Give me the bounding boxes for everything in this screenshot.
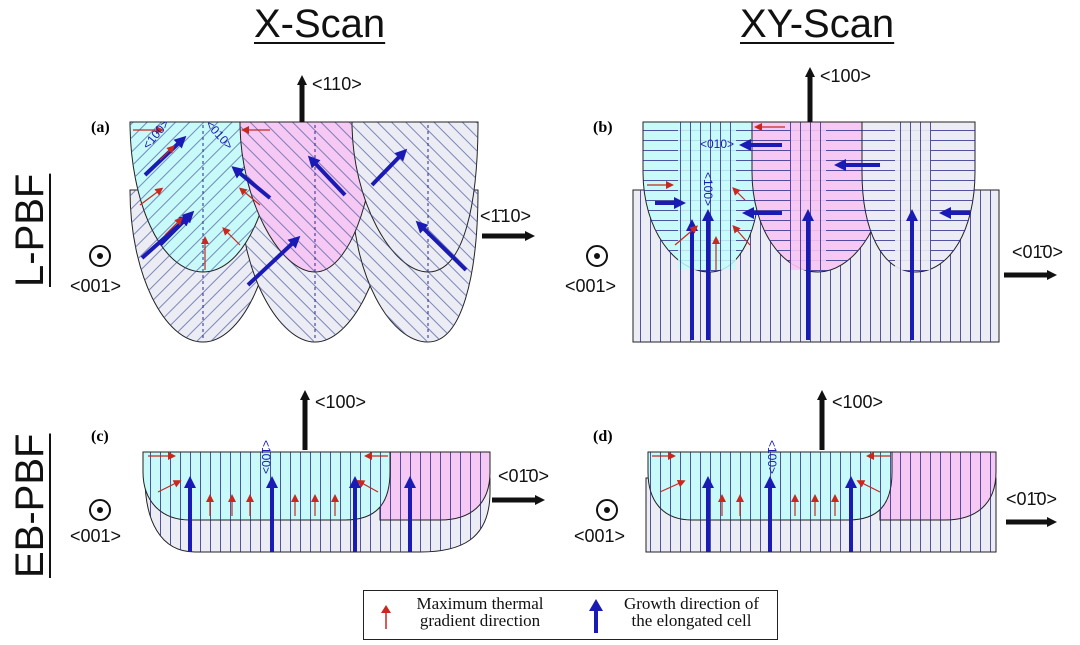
- out-dir-label: <001>: [70, 526, 121, 546]
- panel-a: (a): [70, 74, 535, 343]
- legend-growth: Growth direction of the elongated cell: [623, 594, 760, 630]
- up-dir-label: <110>: [312, 74, 362, 94]
- legend-thermal: Maximum thermal gradient direction: [416, 594, 544, 630]
- thermal-arrow-icon: [381, 605, 391, 629]
- thermal-arrows: [652, 452, 890, 516]
- panel-b-label: (b): [593, 119, 613, 136]
- up-dir-label: <100>: [832, 392, 883, 412]
- panel-c-label: (c): [91, 428, 109, 445]
- thermal-arrows: [148, 452, 388, 516]
- right-dir-label: <01̄0>: [1012, 242, 1063, 262]
- panel-d: (d) <100> <100> <01̄0>: [574, 390, 1057, 553]
- right-dir-label: <01̄0>: [498, 466, 549, 486]
- out-dir-label: <001>: [574, 526, 625, 546]
- up-dir-label: <100>: [315, 392, 366, 412]
- right-dir-label: <01̄0>: [1006, 489, 1057, 509]
- right-dir-label: <1̄10>: [480, 206, 531, 226]
- growth-arrows: [702, 476, 857, 552]
- out-of-plane-icon: [596, 499, 618, 521]
- thermal-arrows: [647, 123, 785, 270]
- growth-arrows: [184, 476, 416, 552]
- up-dir-label: <100>: [820, 66, 871, 86]
- thermal-arrows: [133, 126, 270, 270]
- out-of-plane-icon: [89, 245, 111, 267]
- growth-arrows: [655, 139, 970, 340]
- panel-c: (c) <100> <100> <01̄0>: [70, 390, 549, 553]
- column-title-xy-scan: XY-Scan: [740, 2, 895, 46]
- inner-label-100: <100>: [701, 172, 715, 206]
- inner-label-100: <100>: [259, 440, 273, 474]
- out-of-plane-icon: [89, 499, 111, 521]
- inner-label-100: <100>: [765, 440, 779, 474]
- out-dir-label: <001>: [565, 276, 616, 296]
- panel-a-label: (a): [91, 119, 110, 136]
- panel-d-label: (d): [593, 428, 613, 445]
- growth-arrow-icon: [589, 599, 603, 633]
- panel-b: (b): [565, 66, 1063, 343]
- out-of-plane-icon: [586, 245, 608, 267]
- out-dir-label: <001>: [70, 276, 121, 296]
- column-title-x-scan: X-Scan: [254, 2, 386, 46]
- inner-label-010: <010>: [700, 137, 734, 151]
- legend: Maximum thermal gradient direction Growt…: [363, 590, 778, 640]
